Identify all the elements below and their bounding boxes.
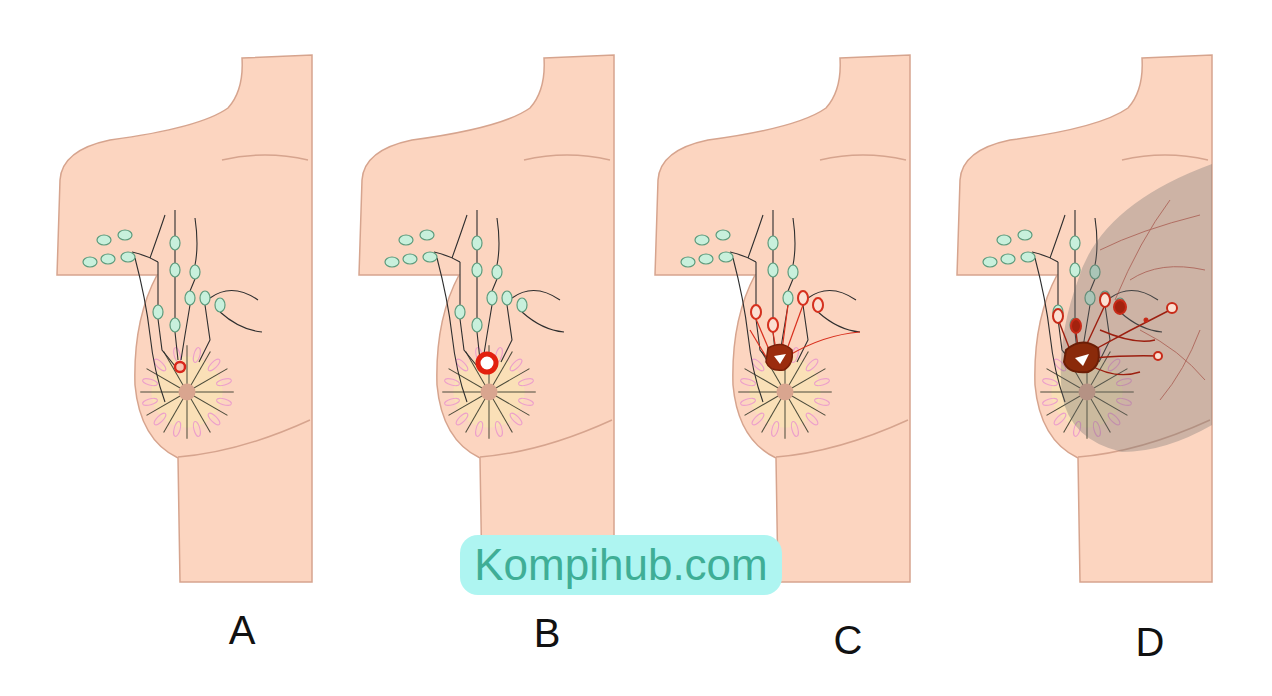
spread-veins-part — [1140, 330, 1205, 380]
affected-lymph-nodes-part — [1114, 300, 1126, 314]
affected-vessels-part — [1100, 330, 1155, 341]
spread-region — [1061, 164, 1212, 452]
panel-letter: B — [534, 611, 561, 655]
tumor — [175, 362, 185, 372]
tumor-core — [1075, 354, 1089, 366]
affected-vessels-part — [782, 305, 788, 350]
spread-veins-part — [1100, 215, 1200, 250]
spread-veins-part — [1130, 267, 1205, 280]
spread-veins-part — [1115, 200, 1170, 300]
affected-vessels-part — [788, 332, 860, 356]
tumor — [478, 354, 496, 372]
affected-vessels-part — [750, 330, 768, 360]
panel-letter: C — [834, 618, 863, 662]
affected-lymph-nodes — [751, 291, 823, 332]
affected-lymph-nodes-part — [1071, 319, 1081, 333]
panel-c — [655, 55, 910, 582]
affected-vessels-part — [1085, 305, 1105, 348]
breast-figure — [957, 55, 1212, 582]
affected-vessels-part — [1090, 310, 1170, 352]
affected-vessels — [1058, 305, 1170, 375]
affected-vessels — [750, 305, 860, 360]
affected-lymph-nodes-part — [1154, 352, 1162, 360]
affected-vessels-part — [1092, 356, 1158, 358]
affected-lymph-nodes-part — [768, 318, 778, 332]
spread-veins-part — [1160, 330, 1200, 400]
spread-veins — [1100, 200, 1205, 400]
affected-lymph-nodes-part — [1145, 319, 1148, 322]
panel-letter: D — [1136, 620, 1165, 664]
tumor — [766, 344, 792, 370]
breast-figure — [57, 55, 312, 582]
affected-lymph-nodes-part — [798, 291, 808, 305]
breast-figure — [359, 55, 614, 582]
affected-vessels-part — [786, 305, 803, 352]
panel-a — [57, 55, 312, 582]
affected-lymph-nodes-part — [751, 305, 761, 319]
tumor-core — [774, 354, 786, 364]
watermark: Kompihub.com — [460, 535, 781, 595]
affected-lymph-nodes-part — [1167, 303, 1177, 313]
affected-lymph-nodes-part — [1053, 309, 1063, 323]
panel-b — [359, 55, 614, 582]
breast-figure — [655, 55, 910, 582]
tumor — [1064, 342, 1099, 372]
affected-lymph-nodes-part — [813, 298, 823, 312]
panel-letter: A — [229, 608, 256, 652]
panel-d — [957, 55, 1212, 582]
affected-lymph-nodes-part — [1100, 293, 1110, 307]
